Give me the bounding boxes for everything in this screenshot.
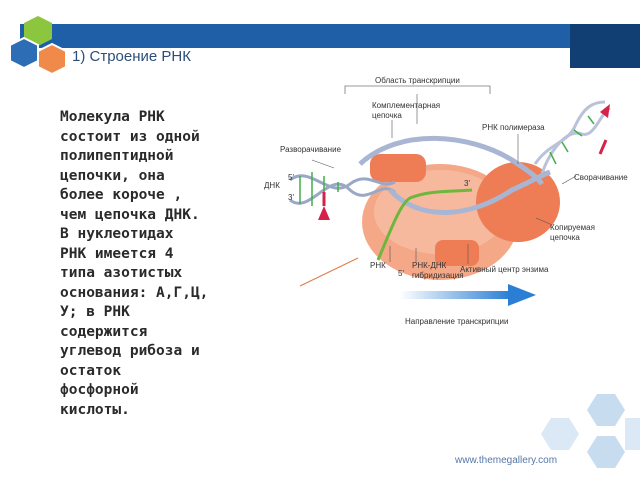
decor-hex-2	[541, 418, 579, 450]
label-winding: Сворачивание	[574, 173, 628, 182]
direction-arrow-head	[508, 284, 536, 306]
footer-url: www.themegallery.com	[455, 455, 558, 466]
label-unwinding: Разворачивание	[280, 145, 342, 154]
label-3prime-top: 3'	[288, 193, 294, 202]
header-strip	[20, 24, 570, 48]
decor-hex-3	[587, 436, 625, 468]
label-rna: РНК	[370, 261, 386, 270]
label-copied-chain-line2: цепочка	[550, 233, 580, 242]
decor-hex-1	[587, 394, 625, 426]
label-rna-dna-hybrid-line1: РНК-ДНК	[412, 261, 447, 270]
hexagon-logo	[9, 16, 67, 76]
label-copied-chain-line1: Копируемая	[550, 223, 595, 232]
pointer-line	[299, 257, 359, 287]
transcription-diagram: Область транскрипции Комплементарная цеп…	[264, 76, 628, 326]
label-rna-polymerase: РНК полимераза	[482, 123, 545, 132]
dna-helix-right	[533, 100, 611, 175]
slide-title: 1) Строение РНК	[72, 48, 191, 65]
label-complementary-chain-line1: Комплементарная	[372, 101, 440, 110]
label-5prime-bottom: 5'	[398, 269, 404, 278]
hexagon-decoration	[541, 394, 640, 468]
hexagon-green	[24, 16, 52, 46]
dna-helix-left	[289, 174, 396, 205]
label-transcription-region: Область транскрипции	[375, 76, 460, 85]
template-strand	[388, 169, 551, 215]
body-text: Молекула РНК состоит из одной полипептид…	[60, 109, 209, 418]
label-complementary-chain-line2: цепочка	[372, 111, 402, 120]
label-3prime-mid: 3'	[464, 179, 470, 188]
label-copied-chain: Копируемая цепочка	[550, 223, 597, 242]
label-dna: ДНК	[264, 181, 280, 190]
unwinding-arrow	[318, 206, 330, 220]
hexagon-blue	[9, 36, 39, 70]
rna-strand	[376, 188, 473, 261]
hexagon-orange	[37, 42, 67, 76]
label-rna-dna-hybrid: РНК-ДНК гибридизация	[412, 261, 464, 280]
label-complementary-chain: Комплементарная цепочка	[372, 101, 442, 120]
winding-arrow	[600, 104, 610, 118]
label-5prime-top: 5'	[288, 173, 294, 182]
label-active-center: Активный центр энзима	[460, 265, 549, 274]
header-dark-block	[570, 24, 640, 68]
direction-arrow-body	[400, 291, 510, 299]
label-rna-dna-hybrid-line2: гибридизация	[412, 271, 464, 280]
complementary-strand	[358, 135, 545, 186]
label-direction: Направление транскрипции	[405, 317, 508, 326]
decor-hex-4	[625, 418, 640, 450]
